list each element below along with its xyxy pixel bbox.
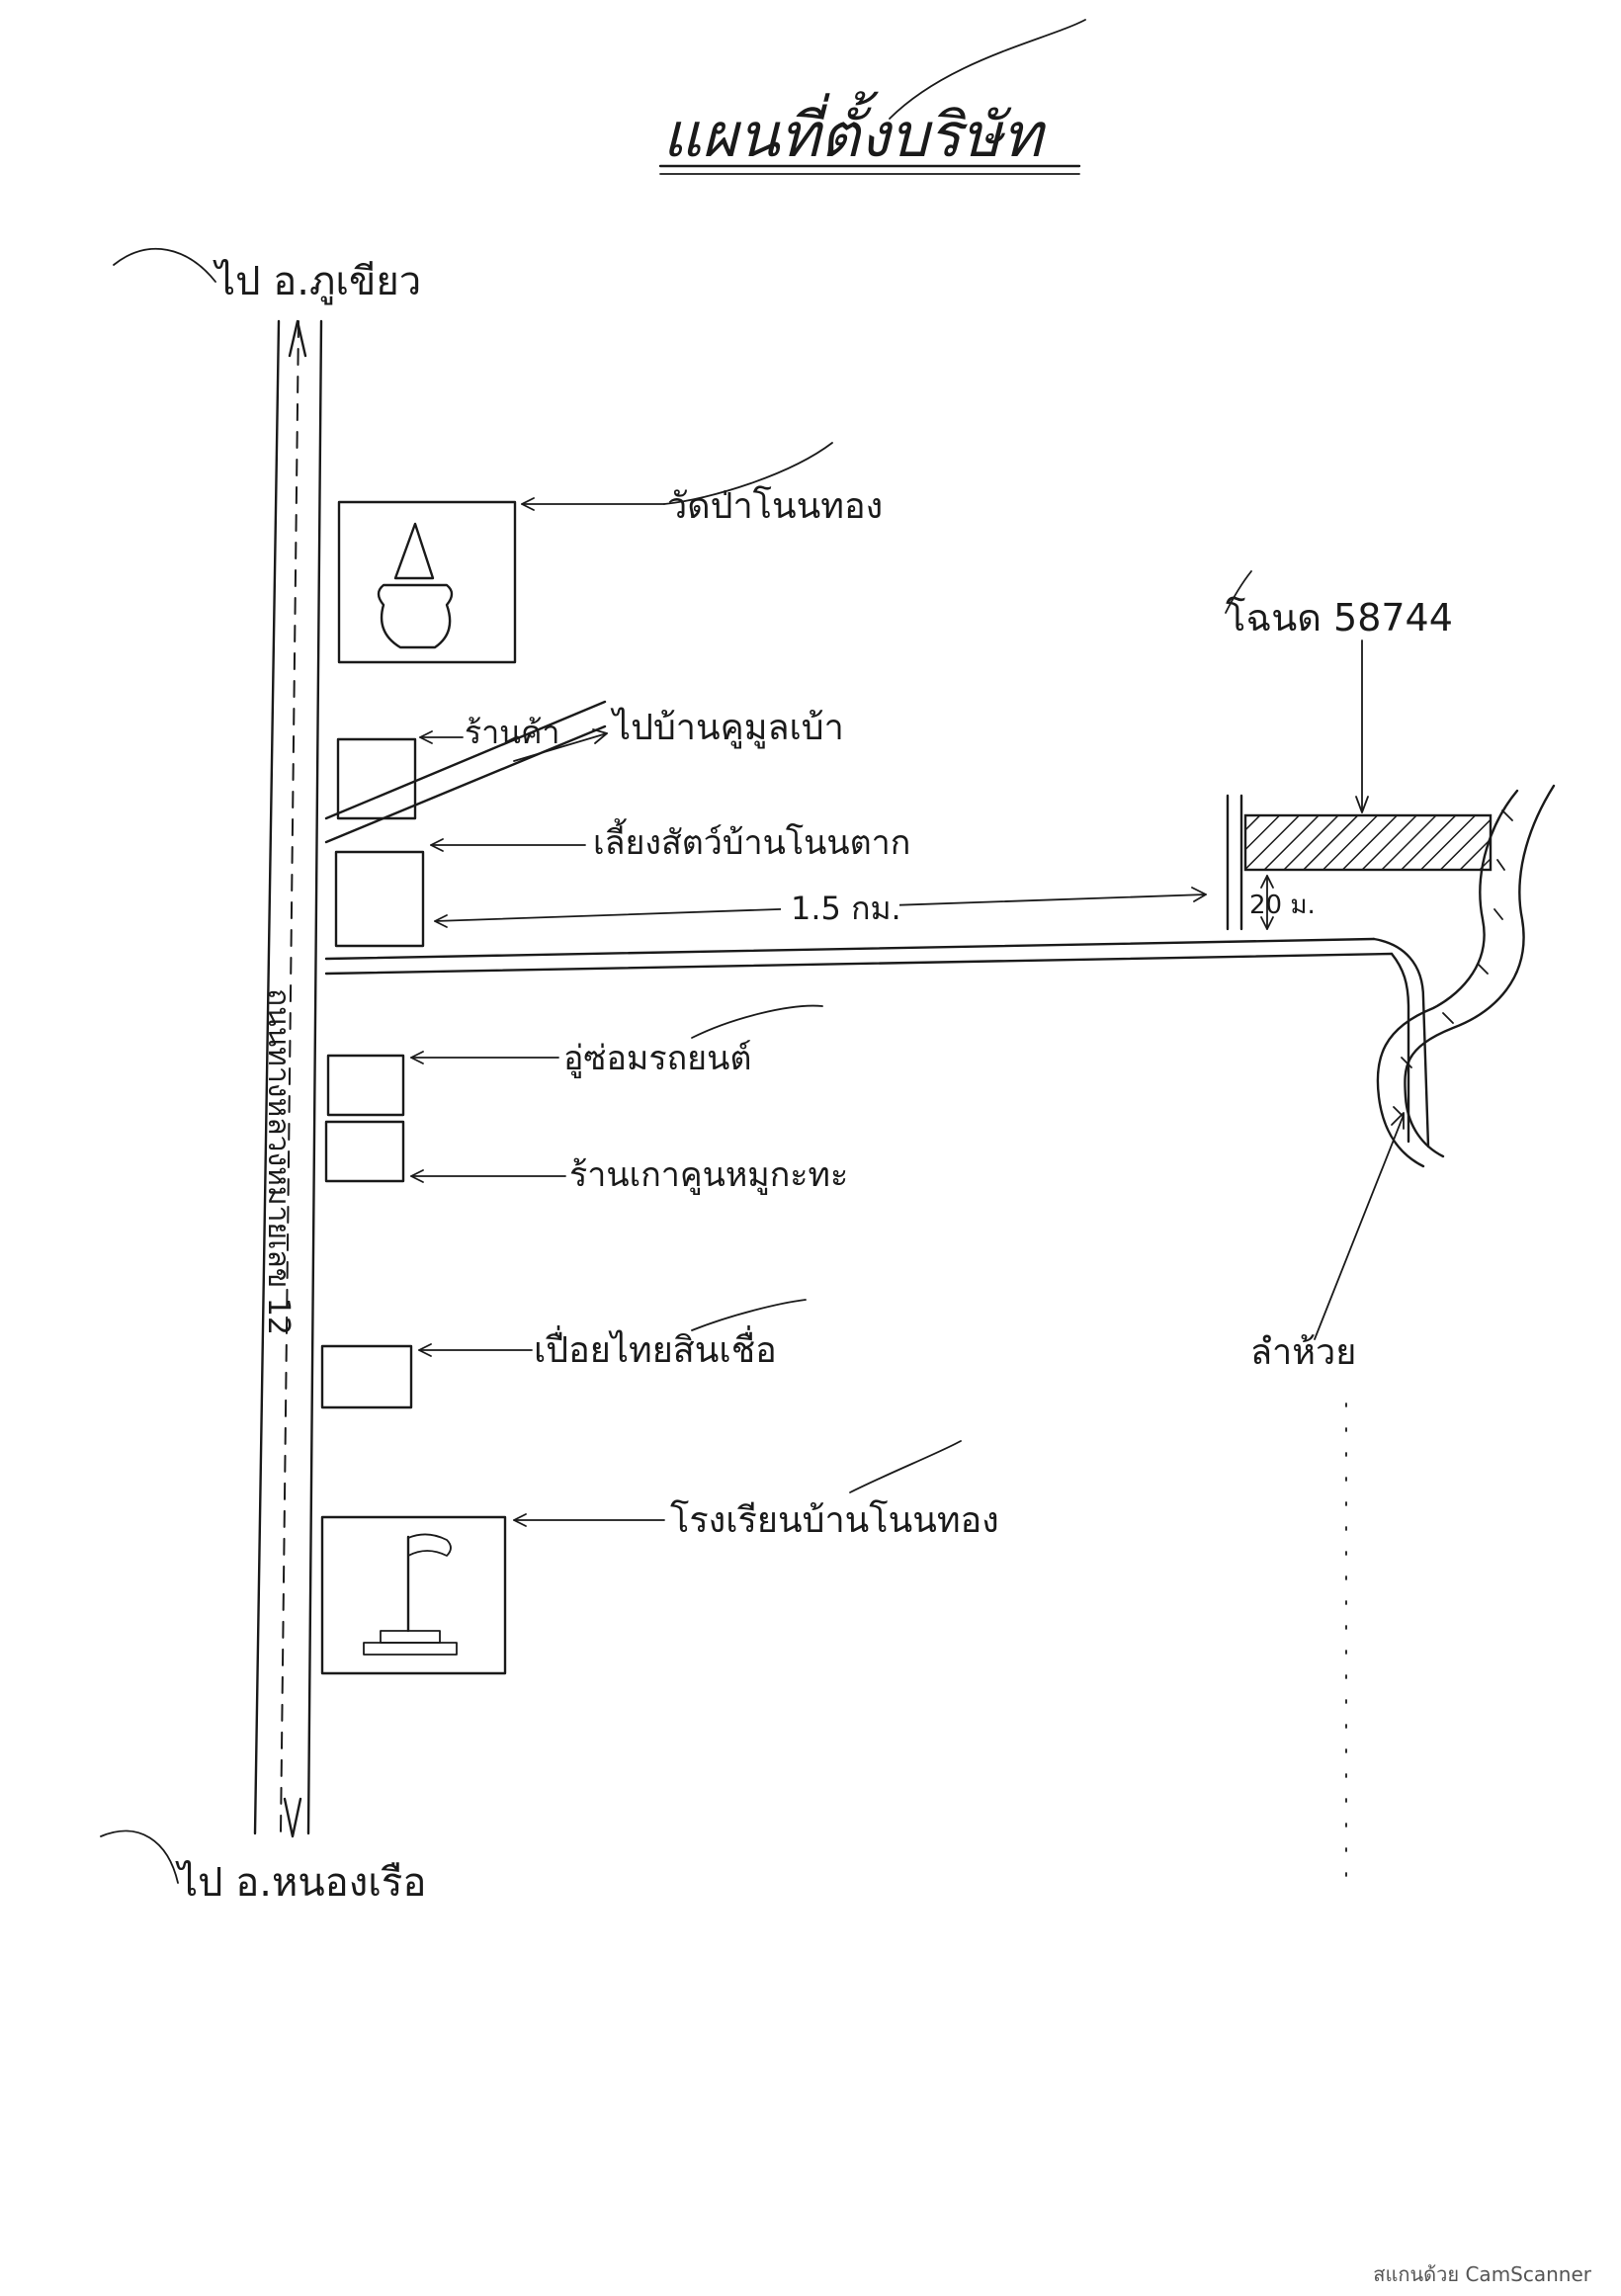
school-building	[320, 1515, 507, 1675]
creek-label: ลำห้วย	[1250, 1332, 1356, 1373]
plot-offset-label: 20 ม.	[1249, 891, 1316, 920]
map-title: แผนที่ตั้งบริษัท	[662, 91, 1047, 171]
north-destination-label: ไป อ.ภูเขียว	[213, 259, 421, 304]
south-destination-label: ไป อ.หนองเรือ	[175, 1860, 426, 1906]
north-arrow-icon	[288, 319, 307, 358]
highway	[253, 319, 323, 1838]
garage-building	[326, 1054, 405, 1117]
bike-shop-building	[324, 1120, 405, 1183]
school-label: โรงเรียนบ้านโนนทอง	[670, 1499, 999, 1541]
farm-building	[334, 850, 425, 948]
flag-icon	[363, 1533, 458, 1656]
south-arrow-icon	[283, 1797, 302, 1838]
branch-arrow-icon	[592, 728, 608, 744]
temple-label: วัดป่าโนนทอง	[667, 485, 883, 527]
stupa-icon	[377, 522, 454, 649]
shop-label: ร้านค้า	[465, 714, 559, 751]
finance-building	[320, 1344, 413, 1409]
highway-label: ถนนทางหลวงหมายเลข 12	[261, 988, 296, 1335]
land-plot	[1226, 794, 1493, 931]
plot-label: โฉนด 58744	[1226, 596, 1453, 639]
finance-label: เปื่อยไทยสินเชื่อ	[534, 1325, 777, 1371]
bike-shop-label: ร้านเกาคูนหมูกะทะ	[569, 1155, 848, 1195]
distance-label: 1.5 กม.	[791, 890, 901, 927]
shop-building	[336, 737, 417, 820]
garage-label: อู่ซ่อมรถยนต์	[563, 1039, 751, 1078]
branch-road-label: ไปบ้านคูมูลเบ้า	[610, 707, 844, 749]
farm-label: เลี้ยงสัตว์บ้านโนนตาก	[593, 818, 910, 863]
creek	[1376, 784, 1556, 1168]
scanner-watermark: สแกนด้วย CamScanner	[1373, 2262, 1591, 2286]
temple-building	[337, 500, 517, 664]
